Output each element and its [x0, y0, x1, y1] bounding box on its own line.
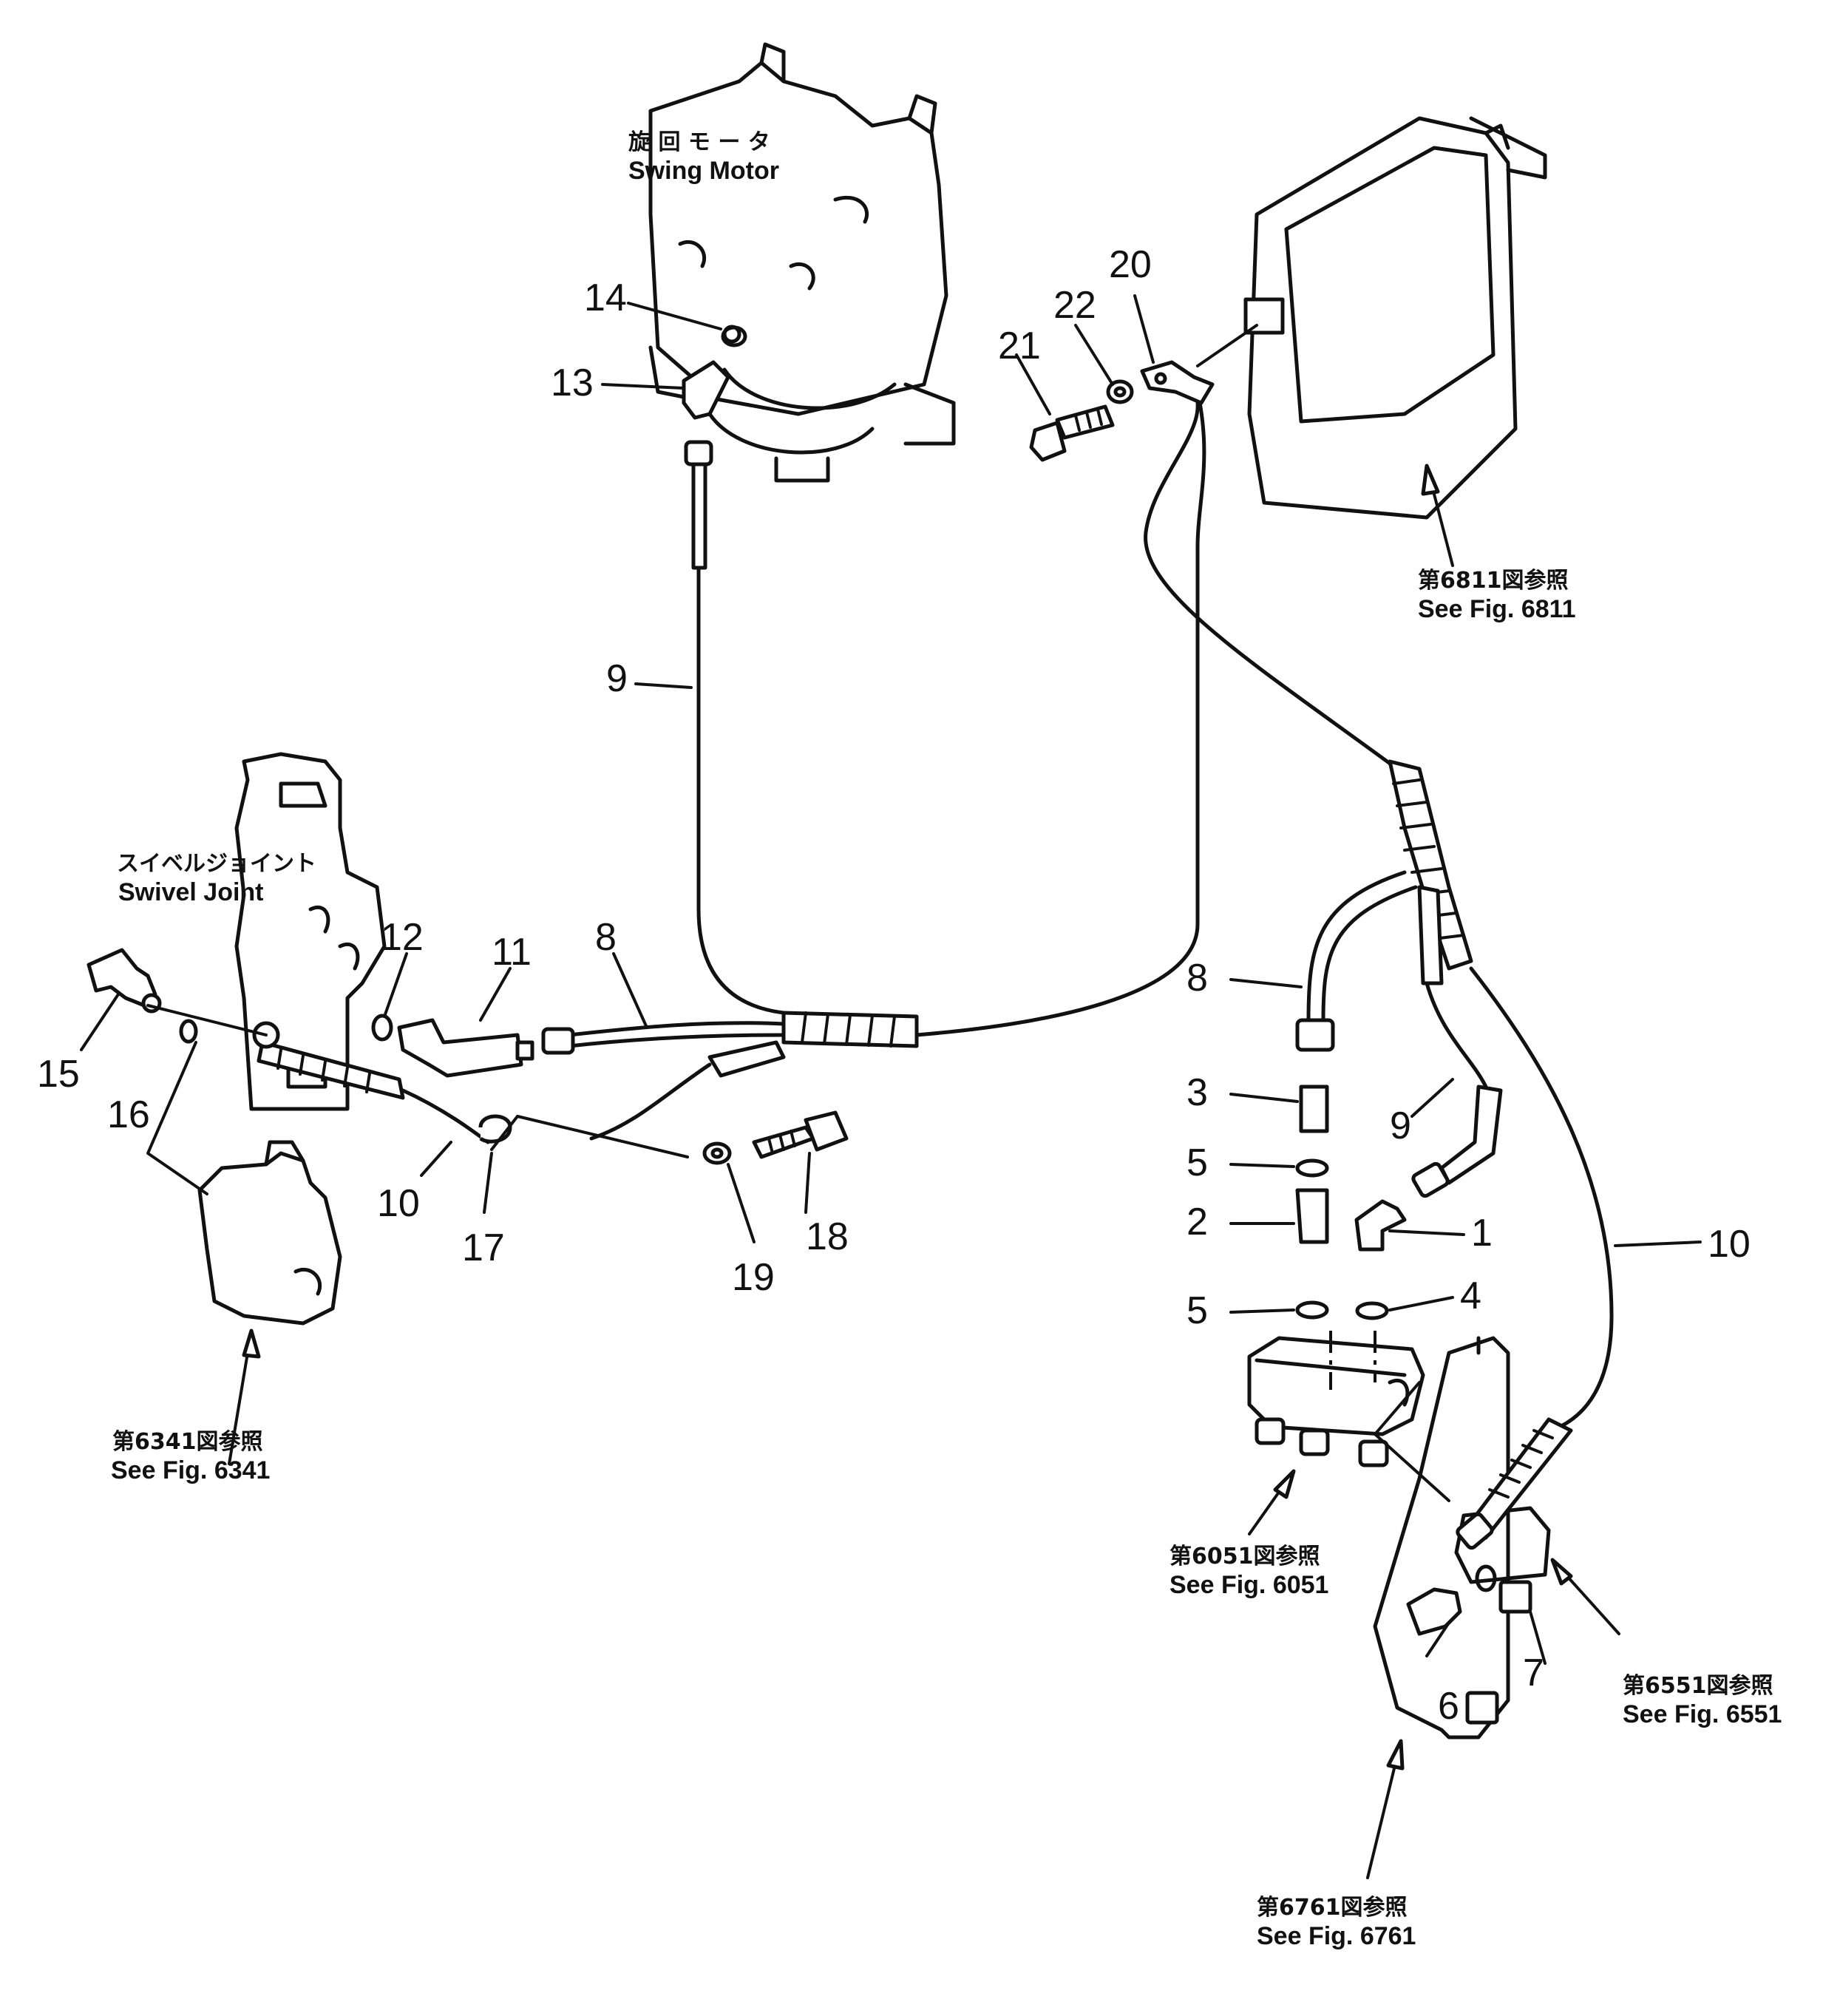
- callout-15: 15: [37, 1053, 80, 1096]
- callout-19: 19: [732, 1256, 775, 1299]
- callout-10-left: 10: [377, 1182, 420, 1225]
- reference-part-6551: [1454, 1506, 1620, 1635]
- ref-6551-jp: 第6551図参照: [1623, 1673, 1773, 1699]
- reference-part-6341: [197, 1140, 342, 1465]
- callout-3: 3: [1187, 1071, 1208, 1114]
- reference-labels: 第6811図参照 See Fig. 6811 第6341図参照 See Fig.…: [111, 568, 1782, 1950]
- swing-motor-label-jp: 旋 回 モ ー タ: [628, 129, 770, 155]
- ref-6341-en: See Fig. 6341: [111, 1456, 270, 1484]
- callout-5-bottom: 5: [1187, 1289, 1208, 1332]
- ref-6551-en: See Fig. 6551: [1623, 1700, 1782, 1728]
- swivel-joint: [234, 752, 387, 1111]
- ref-6051-en: See Fig. 6051: [1169, 1571, 1328, 1599]
- reference-part-6811: [1243, 116, 1547, 567]
- callout-4: 4: [1460, 1275, 1481, 1317]
- callout-22: 22: [1053, 284, 1096, 327]
- ref-6811-jp: 第6811図参照: [1418, 568, 1569, 594]
- hoses: [252, 382, 1614, 1550]
- swing-motor-label-en: Swing Motor: [628, 157, 779, 185]
- ref-6761-jp: 第6761図参照: [1257, 1895, 1408, 1921]
- callout-11: 11: [492, 931, 532, 974]
- ref-6341-jp: 第6341図参照: [112, 1429, 263, 1455]
- callout-5-top: 5: [1187, 1141, 1208, 1184]
- swivel-joint-label: スイベルジョイント Swivel Joint: [117, 851, 316, 906]
- callout-21: 21: [998, 325, 1041, 367]
- callout-8-right: 8: [1187, 957, 1208, 999]
- ref-6051-jp: 第6051図参照: [1169, 1544, 1320, 1569]
- callout-6: 6: [1438, 1685, 1459, 1728]
- callout-pointers: [80, 294, 1702, 1665]
- callout-10-right: 10: [1708, 1223, 1751, 1266]
- callout-9-left: 9: [606, 657, 628, 700]
- ref-6811-en: See Fig. 6811: [1418, 595, 1576, 623]
- swing-motor: [648, 42, 956, 570]
- swivel-joint-label-en: Swivel Joint: [118, 878, 264, 906]
- callout-8-left: 8: [595, 916, 617, 959]
- callout-18: 18: [806, 1215, 849, 1258]
- callout-16: 16: [107, 1093, 150, 1136]
- callout-1: 1: [1471, 1212, 1493, 1255]
- reference-part-6761: [1366, 1336, 1510, 1879]
- ref-6761-en: See Fig. 6761: [1257, 1922, 1416, 1950]
- callout-13: 13: [551, 362, 594, 404]
- callout-12: 12: [381, 916, 424, 959]
- callout-numbers: 14 13 9 21 22 20 12 11 8 15 16 10 17 18 …: [37, 243, 1751, 1728]
- callout-20: 20: [1109, 243, 1152, 286]
- swing-motor-label: 旋 回 モ ー タ Swing Motor: [628, 129, 779, 185]
- callout-7: 7: [1523, 1652, 1544, 1694]
- swivel-joint-label-jp: スイベルジョイント: [117, 851, 316, 877]
- callout-9-right: 9: [1390, 1104, 1411, 1147]
- leader-lines: [146, 324, 1450, 1657]
- callout-17: 17: [462, 1226, 505, 1269]
- callout-2: 2: [1187, 1201, 1208, 1243]
- fittings: [86, 325, 1497, 1636]
- reference-part-6051: [1247, 1336, 1425, 1535]
- callout-14: 14: [584, 276, 627, 319]
